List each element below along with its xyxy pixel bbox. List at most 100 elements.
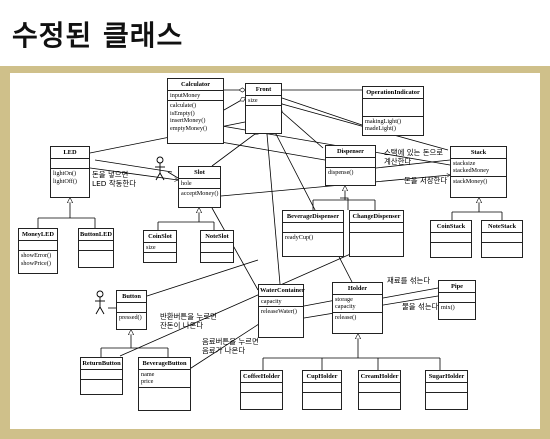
class-name: Button xyxy=(117,291,146,303)
class-attributes: size xyxy=(144,243,176,254)
class-name: BeverageDispenser xyxy=(283,211,343,223)
class-name: CoinStack xyxy=(431,221,471,233)
note-return-press: 반환버튼을 누르면 잔돈이 나온다 xyxy=(160,312,217,330)
class-attributes xyxy=(117,303,146,314)
note-save-money: 돈을 저장한다 xyxy=(404,176,448,185)
class-operations xyxy=(431,243,471,251)
class-sugar-holder[interactable]: SugarHolder xyxy=(425,370,468,410)
front-indicator-link2 xyxy=(281,97,363,126)
class-dispenser[interactable]: Dispenser dispense() xyxy=(325,145,376,186)
class-attributes xyxy=(439,293,475,304)
holder-pipe-link xyxy=(382,287,439,299)
class-name: ReturnButton xyxy=(81,358,122,370)
class-attribute: size xyxy=(248,97,258,104)
class-name: MoneyLED xyxy=(19,229,57,241)
class-attribute: price xyxy=(141,378,154,386)
class-operations: mix() xyxy=(439,303,475,312)
class-attributes: hole xyxy=(179,179,220,190)
class-attributes xyxy=(283,223,343,234)
class-attribute: hole xyxy=(181,180,192,187)
class-attributes xyxy=(482,233,522,244)
class-name: CreamHolder xyxy=(359,371,400,383)
class-attributes xyxy=(201,243,233,254)
calculator-front-link2 xyxy=(223,98,245,111)
class-operations xyxy=(359,393,400,401)
class-attribute: capacity xyxy=(335,303,356,311)
class-attributes xyxy=(79,241,113,252)
class-led[interactable]: LED lightOn()lightOff() xyxy=(50,146,90,198)
calculator-dispenser-link xyxy=(214,140,326,161)
beverage-button-water-link xyxy=(187,321,263,371)
class-button-led[interactable]: ButtonLED xyxy=(78,228,114,268)
class-name: LED xyxy=(51,147,89,159)
class-operations xyxy=(241,393,282,401)
class-name: WaterContainer xyxy=(259,285,305,297)
class-name: ButtonLED xyxy=(79,229,113,241)
class-operation: isEmpty() xyxy=(170,109,195,117)
class-attribute: capacity xyxy=(261,298,282,305)
class-attributes xyxy=(426,383,467,394)
class-operation: acceptMoney() xyxy=(181,190,219,198)
class-name: NoteStack xyxy=(482,221,522,233)
class-cup-holder[interactable]: CupHolder xyxy=(302,370,342,410)
class-return-button[interactable]: ReturnButton xyxy=(80,357,123,395)
slide-title: 수정된 클래스 xyxy=(12,19,184,52)
class-operation: insertMoney() xyxy=(170,117,206,125)
class-cream-holder[interactable]: CreamHolder xyxy=(358,370,401,410)
class-attribute: storage xyxy=(335,296,353,303)
class-name: Slot xyxy=(179,167,220,179)
note-beverage-press: 음료버튼을 누르면 음료가 나온다 xyxy=(202,337,259,355)
class-attribute: inputMoney xyxy=(170,92,201,99)
class-operations: release() xyxy=(333,313,382,322)
class-attributes xyxy=(359,383,400,394)
class-attributes xyxy=(326,158,375,169)
class-operation: readyCup() xyxy=(285,234,314,242)
class-operation: madeLight() xyxy=(365,125,396,133)
class-name: Dispenser xyxy=(326,146,375,158)
class-operation: stackMoney() xyxy=(453,177,488,185)
class-name: NoteSlot xyxy=(201,231,233,243)
class-name: Calculator xyxy=(168,79,223,91)
class-operations xyxy=(144,253,176,261)
class-operation: release() xyxy=(335,313,357,321)
class-change-dispenser[interactable]: ChangeDispenser xyxy=(349,210,404,257)
class-note-stack[interactable]: NoteStack xyxy=(481,220,523,258)
class-attribute: stacksize xyxy=(453,160,476,167)
water-holder-link xyxy=(303,299,337,307)
class-note-slot[interactable]: NoteSlot xyxy=(200,230,234,263)
class-operation: lightOn() xyxy=(53,170,77,178)
class-attributes xyxy=(19,241,57,252)
customer-actor-bottom xyxy=(95,290,105,315)
dispenser-stack-link xyxy=(375,159,451,169)
class-operation: emptyMoney() xyxy=(170,124,208,132)
class-operations: dispense() xyxy=(326,168,375,177)
class-attributes xyxy=(241,383,282,394)
class-coin-stack[interactable]: CoinStack xyxy=(430,220,472,258)
note-stack-money: 스택에 있는 돈으로 계산한다 xyxy=(384,148,444,166)
class-operations xyxy=(482,243,522,251)
class-attributes xyxy=(363,99,423,117)
class-operations: lightOn()lightOff() xyxy=(51,169,89,186)
class-operations: makingLight()madeLight() xyxy=(363,117,423,134)
class-beverage-dispenser[interactable]: BeverageDispenser readyCup() xyxy=(282,210,344,257)
class-operations xyxy=(139,388,190,396)
class-operations xyxy=(81,380,122,388)
customer-actor-top xyxy=(155,156,165,181)
class-coffee-holder[interactable]: CoffeeHolder xyxy=(240,370,283,410)
class-attribute: stackedMoney xyxy=(453,167,490,175)
